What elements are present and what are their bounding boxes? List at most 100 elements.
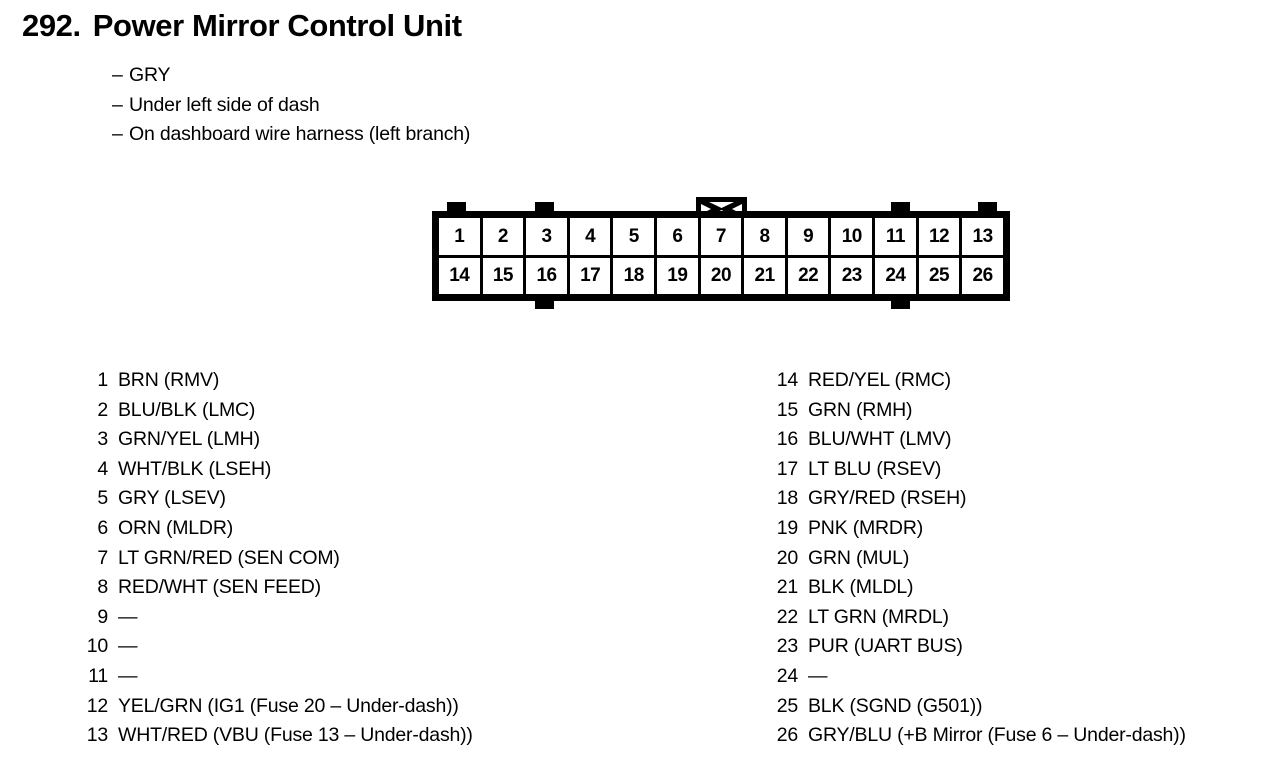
dash-icon: – — [112, 123, 123, 145]
pin-cell-21[interactable]: 21 — [744, 257, 785, 294]
pin-number: 19 — [776, 516, 798, 539]
pin-description: LT GRN (MRDL) — [808, 605, 949, 628]
pin-list-item: 1 BRN (RMV) — [80, 366, 473, 396]
pin-cell-2[interactable]: 2 — [482, 218, 524, 255]
pin-cell-4[interactable]: 4 — [569, 218, 611, 255]
pin-grid: 1 2 3 4 5 6 7 8 9 10 11 12 13 14 15 16 1… — [439, 218, 1003, 294]
pin-cell-23[interactable]: 23 — [831, 257, 873, 294]
pin-description: GRY/RED (RSEH) — [808, 487, 967, 510]
pin-description: BLK (MLDL) — [808, 576, 914, 599]
pin-description: PNK (MRDR) — [808, 516, 923, 539]
pin-cell-5[interactable]: 5 — [613, 218, 655, 255]
pin-list-item: 25 BLK (SGND (G501)) — [770, 692, 1186, 722]
pin-cell-12[interactable]: 12 — [918, 218, 960, 255]
pin-cell-10[interactable]: 10 — [831, 218, 873, 255]
pin-description: LT GRN/RED (SEN COM) — [118, 546, 340, 569]
pin-number: 22 — [776, 605, 798, 628]
pin-number: 4 — [97, 457, 108, 480]
pin-list-item: 3 GRN/YEL (LMH) — [80, 425, 473, 455]
connector-location-label: Under left side of dash — [129, 93, 320, 116]
pin-cell-25[interactable]: 25 — [918, 257, 960, 294]
pin-number: 26 — [776, 724, 798, 747]
pin-number: 25 — [776, 694, 798, 717]
connector-harness-label: On dashboard wire harness (left branch) — [129, 123, 471, 145]
pin-number: 16 — [776, 428, 798, 451]
pin-number: 10 — [86, 635, 108, 658]
pin-list-item: 14 RED/YEL (RMC) — [770, 366, 1186, 396]
pin-description: GRY (LSEV) — [118, 487, 226, 510]
pin-number: 23 — [776, 635, 798, 658]
pin-cell-14[interactable]: 14 — [439, 257, 480, 294]
pin-description: RED/YEL (RMC) — [808, 369, 951, 391]
pin-cell-9[interactable]: 9 — [787, 218, 829, 255]
pin-description: — — [808, 664, 828, 687]
pin-list-item: 17 LT BLU (RSEV) — [770, 455, 1186, 485]
pin-cell-17[interactable]: 17 — [569, 257, 611, 294]
pin-number: 13 — [86, 724, 108, 747]
pin-cell-20[interactable]: 20 — [700, 257, 742, 294]
pin-number: 7 — [97, 546, 108, 569]
pin-number: 2 — [97, 398, 108, 421]
pin-cell-24[interactable]: 24 — [875, 257, 916, 294]
pin-cell-13[interactable]: 13 — [962, 218, 1003, 255]
pin-description: GRN (MUL) — [808, 546, 910, 569]
pin-description: WHT/BLK (LSEH) — [118, 457, 272, 480]
pin-number: 11 — [88, 664, 108, 687]
pin-cell-7[interactable]: 7 — [700, 218, 742, 255]
pin-cell-11[interactable]: 11 — [875, 218, 916, 255]
pin-description: BRN (RMV) — [118, 369, 220, 391]
dash-icon: – — [112, 64, 123, 86]
pin-list-item: 18 GRY/RED (RSEH) — [770, 484, 1186, 514]
pin-description: YEL/GRN (IG1 (Fuse 20 – Under-dash)) — [118, 694, 459, 717]
pin-number: 24 — [776, 664, 798, 687]
pin-list-item: 13 WHT/RED (VBU (Fuse 13 – Under-dash)) — [80, 721, 473, 751]
pin-cell-15[interactable]: 15 — [482, 257, 524, 294]
pin-number: 20 — [776, 546, 798, 569]
pin-description: BLU/BLK (LMC) — [118, 398, 256, 421]
pin-row-top: 1 2 3 4 5 6 7 8 9 10 11 12 13 — [439, 218, 1003, 255]
pin-description: GRN/YEL (LMH) — [118, 428, 260, 451]
pin-description: — — [118, 664, 138, 687]
pin-row-bottom: 14 15 16 17 18 19 20 21 22 23 24 25 26 — [439, 257, 1003, 294]
pin-number: 18 — [776, 487, 798, 510]
pin-number: 9 — [97, 605, 108, 628]
pin-cell-18[interactable]: 18 — [613, 257, 655, 294]
pin-cell-6[interactable]: 6 — [657, 218, 698, 255]
pin-list-item: 20 GRN (MUL) — [770, 544, 1186, 574]
pin-list-item: 24 — — [770, 662, 1186, 692]
page-number: 292. — [22, 8, 81, 43]
pin-number: 17 — [776, 457, 798, 480]
pin-list-item: 11 — — [80, 662, 473, 692]
pin-cell-22[interactable]: 22 — [787, 257, 829, 294]
pin-number: 6 — [97, 516, 108, 539]
pin-description: WHT/RED (VBU (Fuse 13 – Under-dash)) — [118, 724, 473, 747]
pin-cell-16[interactable]: 16 — [526, 257, 567, 294]
pin-cell-19[interactable]: 19 — [657, 257, 698, 294]
pin-description: BLK (SGND (G501)) — [808, 694, 983, 717]
pin-number: 15 — [776, 398, 798, 421]
pin-cell-1[interactable]: 1 — [439, 218, 480, 255]
pin-number: 3 — [97, 428, 108, 451]
connector-color-label: GRY — [129, 64, 171, 86]
pin-cell-26[interactable]: 26 — [962, 257, 1003, 294]
pin-description: — — [118, 605, 138, 628]
pin-list-item: 7 LT GRN/RED (SEN COM) — [80, 544, 473, 574]
pin-list-item: 9— — [80, 603, 473, 633]
pin-cell-8[interactable]: 8 — [744, 218, 785, 255]
pin-description: LT BLU (RSEV) — [808, 457, 942, 480]
pin-list-left: 1 BRN (RMV) 2 BLU/BLK (LMC) 3 GRN/YEL (LMH)… — [80, 366, 473, 751]
pin-list-item: 4 WHT/BLK (LSEH) — [80, 455, 473, 485]
connector-attributes-list: –GRY –Under left side of dash –On dashbo… — [112, 61, 470, 150]
pin-list-item: 2 BLU/BLK (LMC) — [80, 396, 473, 426]
pin-list-item: 22 LT GRN (MRDL) — [770, 603, 1186, 633]
pin-number: 1 — [97, 369, 108, 391]
pin-cell-3[interactable]: 3 — [526, 218, 567, 255]
pin-number: 14 — [776, 369, 798, 391]
